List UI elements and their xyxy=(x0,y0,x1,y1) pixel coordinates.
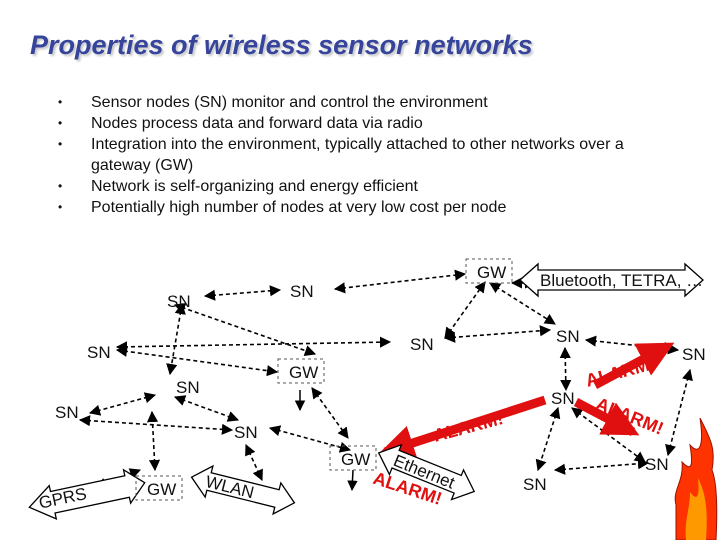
bullet-text: Sensor nodes (SN) monitor and control th… xyxy=(91,94,488,111)
sensor-node: SN xyxy=(556,327,580,346)
bullet-item: • Nodes process data and forward data via… xyxy=(58,113,658,134)
bullet-text: Integration into the environment, typica… xyxy=(91,136,624,174)
sensor-node: SN xyxy=(551,389,575,408)
bullet-dot: • xyxy=(58,95,63,109)
gateway-node: GW xyxy=(147,480,176,499)
sensor-node: SN xyxy=(410,335,434,354)
bullet-dot: • xyxy=(58,137,63,151)
alarm-label: ALARM! xyxy=(431,408,505,446)
wlan-label: WLAN xyxy=(204,472,256,502)
bluetooth-arrow xyxy=(519,262,704,298)
gateway-node: GW xyxy=(341,450,370,469)
gateway-node-box xyxy=(329,445,377,471)
sensor-node: SN xyxy=(176,378,200,397)
sensor-node: SN xyxy=(290,282,314,301)
gateway-node-box xyxy=(277,358,325,384)
sensor-node: SN xyxy=(234,423,258,442)
fire-icon xyxy=(674,417,718,540)
alarm-label: ALARM! xyxy=(583,353,657,391)
bluetooth-label: Bluetooth, TETRA, … xyxy=(540,271,703,290)
bullet-text: Potentially high number of nodes at very… xyxy=(91,199,507,216)
external-network-arrows xyxy=(28,262,704,520)
gateway-node: GW xyxy=(289,363,318,382)
bullet-dot: • xyxy=(58,179,63,193)
gateway-node-box xyxy=(135,475,183,501)
bullet-list: • Sensor nodes (SN) monitor and control t… xyxy=(58,92,658,218)
bullet-dot: • xyxy=(58,116,63,130)
gateway-node-box xyxy=(465,258,513,284)
bullet-item: • Potentially high number of nodes at ver… xyxy=(58,197,658,218)
ethernet-arrow xyxy=(377,443,476,501)
bullet-text: Network is self-organizing and energy ef… xyxy=(91,178,418,195)
slide-title: Properties of wireless sensor networks xyxy=(30,30,533,60)
bullet-dot: • xyxy=(58,200,63,214)
bullet-text: Nodes process data and forward data via … xyxy=(91,115,423,132)
sensor-node: SN xyxy=(523,475,547,494)
gprs-arrow xyxy=(28,468,146,520)
bullet-item: • Sensor nodes (SN) monitor and control t… xyxy=(58,92,658,113)
gateway-node: GW xyxy=(477,263,506,282)
alarm-arrows xyxy=(378,342,675,461)
gateway-uplinks xyxy=(294,390,358,492)
sensor-node: SN xyxy=(87,343,111,362)
bullet-item: • Network is self-organizing and energy e… xyxy=(58,176,658,197)
sensor-node: SN xyxy=(167,292,191,311)
sensor-node: SN xyxy=(682,345,706,364)
wlan-arrow xyxy=(190,464,296,516)
bullet-item: • Integration into the environment, typic… xyxy=(58,134,658,176)
sensor-node: SN xyxy=(55,403,79,422)
sensor-node: SN xyxy=(645,455,669,474)
